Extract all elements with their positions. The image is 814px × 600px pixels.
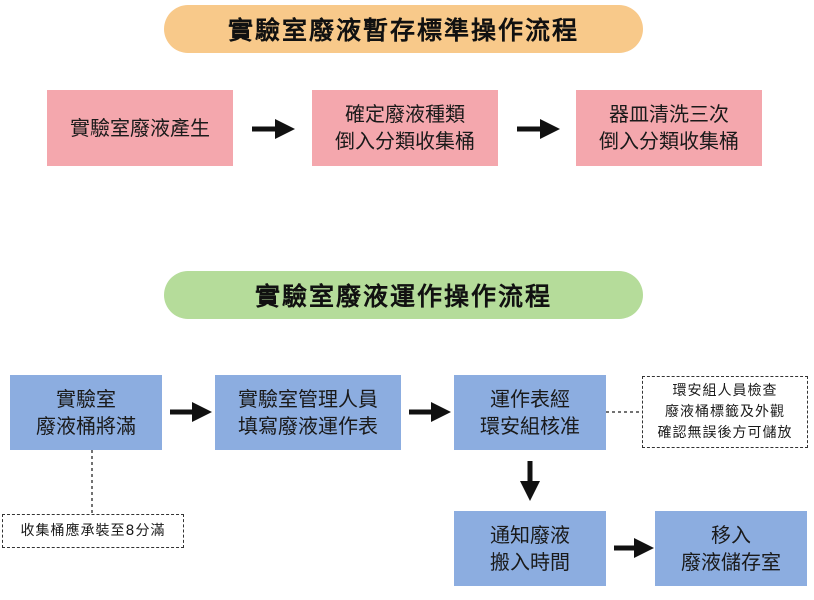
- bottom-step-5-line-1: 移入: [711, 522, 751, 547]
- top-title-text: 實驗室廢液暫存標準操作流程: [227, 16, 579, 45]
- top-step-2-line-1: 確定廢液種類: [345, 102, 465, 126]
- top-step-rinse-vessels: 器皿清洗三次 倒入分類收集桶: [576, 90, 762, 166]
- inspection-note: 環安組人員檢查 廢液桶標籤及外觀 確認無誤後方可儲放: [642, 376, 808, 448]
- bottom-title-text: 實驗室廢液運作操作流程: [254, 282, 552, 311]
- top-step-2-line-2: 倒入分類收集桶: [335, 129, 475, 153]
- fill-level-note-text: 收集桶應承裝至8分滿: [20, 522, 166, 539]
- bottom-step-5-line-2: 廢液儲存室: [681, 549, 781, 574]
- bottom-step-3-line-2: 環安組核准: [480, 413, 580, 438]
- inspection-note-line-3: 確認無誤後方可儲放: [657, 424, 793, 441]
- bottom-step-2-line-1: 實驗室管理人員: [238, 386, 378, 411]
- bottom-step-fill-form: 實驗室管理人員 填寫廢液運作表: [215, 375, 401, 450]
- top-title: 實驗室廢液暫存標準操作流程: [164, 5, 643, 53]
- fill-level-note: 收集桶應承裝至8分滿: [2, 514, 184, 548]
- bottom-step-move-to-storage: 移入 廢液儲存室: [655, 511, 807, 586]
- bottom-step-1-line-2: 廢液桶將滿: [36, 413, 136, 438]
- inspection-note-line-2: 廢液桶標籤及外觀: [665, 403, 785, 420]
- bottom-step-1-line-1: 實驗室: [56, 386, 116, 411]
- top-step-classify-waste: 確定廢液種類 倒入分類收集桶: [312, 90, 498, 166]
- top-step-waste-generated: 實驗室廢液產生: [47, 90, 233, 166]
- inspection-note-line-1: 環安組人員檢查: [672, 382, 778, 399]
- bottom-step-bucket-almost-full: 實驗室 廢液桶將滿: [10, 375, 162, 450]
- bottom-step-4-line-2: 搬入時間: [490, 549, 570, 574]
- top-step-3-line-1: 器皿清洗三次: [609, 102, 729, 126]
- bottom-step-2-line-2: 填寫廢液運作表: [238, 413, 378, 438]
- bottom-title: 實驗室廢液運作操作流程: [164, 271, 643, 319]
- bottom-step-4-line-1: 通知廢液: [490, 522, 570, 547]
- bottom-step-notify-time: 通知廢液 搬入時間: [454, 511, 606, 586]
- top-step-1-line-1: 實驗室廢液產生: [70, 115, 210, 140]
- bottom-step-approval: 運作表經 環安組核准: [454, 375, 606, 450]
- bottom-step-3-line-1: 運作表經: [490, 386, 570, 411]
- top-step-3-line-2: 倒入分類收集桶: [599, 129, 739, 153]
